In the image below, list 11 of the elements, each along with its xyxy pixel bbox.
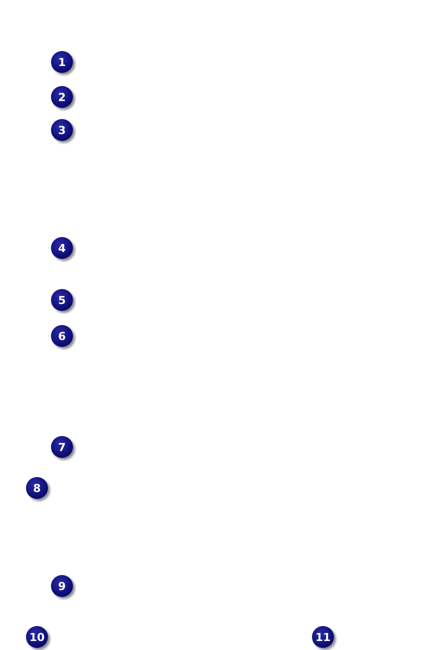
callout-number: 9 [51, 575, 73, 597]
callout-number: 3 [51, 119, 73, 141]
callout-number: 10 [26, 626, 48, 648]
callout-number: 2 [51, 86, 73, 108]
callout-number: 6 [51, 325, 73, 347]
callout-number: 5 [51, 289, 73, 311]
callout-number: 11 [312, 626, 334, 648]
callout-number: 1 [51, 51, 73, 73]
callout-number: 7 [51, 436, 73, 458]
callout-number: 4 [51, 237, 73, 259]
callout-number: 8 [26, 477, 48, 499]
